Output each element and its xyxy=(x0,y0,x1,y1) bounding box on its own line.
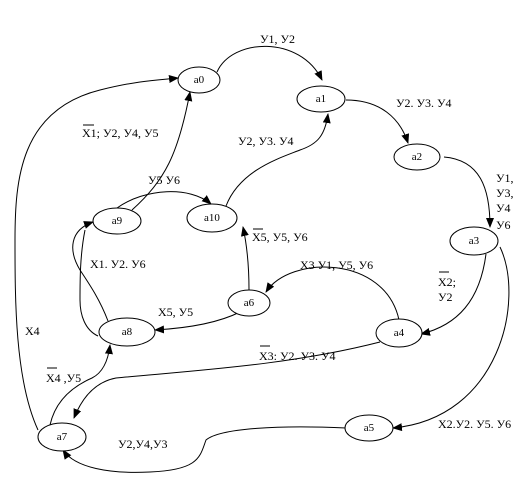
node-a7: a7 xyxy=(37,422,87,452)
label-a6-a8: X5, У5 xyxy=(158,305,193,319)
edge-a10-a1 xyxy=(225,113,331,207)
label-a2-a3-2: У3, xyxy=(496,186,514,200)
label-a3-a4-2: У2 xyxy=(438,290,453,304)
edge-a7-a8 xyxy=(49,344,113,426)
label-a3-a5: X2.У2. У5. У6 xyxy=(438,417,511,431)
edge-a3-a4 xyxy=(420,253,487,336)
svg-text:a5: a5 xyxy=(364,422,375,434)
svg-text:a4: a4 xyxy=(394,327,405,339)
edge-a3-a5 xyxy=(392,246,510,432)
label-a2-a3-3: У4 xyxy=(496,201,511,215)
label-a7-a0: X4 xyxy=(25,324,40,338)
label-a9-a10: У5 У6 xyxy=(148,173,180,187)
node-a2: a2 xyxy=(393,143,441,171)
label-a5-a7: У2,У4,У3 xyxy=(118,437,168,451)
node-a4: a4 xyxy=(375,318,423,348)
svg-text:a2: a2 xyxy=(412,151,422,163)
svg-text:a7: a7 xyxy=(57,431,68,443)
svg-text:a0: a0 xyxy=(194,74,205,86)
svg-text:a6: a6 xyxy=(244,297,255,309)
edge-a2-a3 xyxy=(443,156,494,228)
label-a4-a7: X3: У2. У3. У4 xyxy=(259,349,336,363)
label-a2-a3-4: У6 xyxy=(496,218,511,232)
label-a9-a0: X1; У2, У4, У5 xyxy=(82,126,159,140)
svg-text:a8: a8 xyxy=(122,326,133,338)
svg-text:a1: a1 xyxy=(316,93,326,105)
edge-a4-a7 xyxy=(73,341,381,419)
node-a6: a6 xyxy=(227,289,271,317)
edge-a6-a10 xyxy=(241,226,250,291)
edge-a4-a6 xyxy=(265,266,400,321)
svg-text:a3: a3 xyxy=(469,235,480,247)
label-a10-a1: У2, У3. У4 xyxy=(238,134,294,148)
node-a9: a9 xyxy=(92,207,142,235)
node-a1: a1 xyxy=(296,85,346,113)
edge-a5-a7 xyxy=(62,426,347,473)
node-a8: a8 xyxy=(98,317,156,347)
node-a0: a0 xyxy=(177,66,221,94)
svg-text:a10: a10 xyxy=(204,212,220,224)
label-a3-a4-1: X2; xyxy=(438,275,456,289)
label-a2-a3-1: У1, xyxy=(496,171,514,185)
edge-a1-a2 xyxy=(345,99,410,144)
label-a7-a8: X4 ,У5 xyxy=(46,371,81,385)
label-a1-a2: У2. У3. У4 xyxy=(396,96,452,110)
svg-text:a9: a9 xyxy=(112,215,123,227)
edge-a9-a10 xyxy=(116,191,212,209)
node-a10: a10 xyxy=(186,203,238,233)
edge-a8-a0 xyxy=(79,229,99,337)
node-a3: a3 xyxy=(449,226,499,256)
edge-a7-a0 xyxy=(14,75,179,431)
label-a0-a1: У1, У2 xyxy=(260,32,295,46)
edge-a6-a8 xyxy=(154,311,241,334)
label-a6-a10: X5, У5, У6 xyxy=(252,230,308,244)
edge-a0-a1 xyxy=(216,45,323,81)
label-a4-a6: X3 У1, У5, У6 xyxy=(300,258,373,272)
node-a5: a5 xyxy=(344,414,394,442)
edge-a8-a9 xyxy=(72,221,109,322)
edge-a9-a0 xyxy=(131,91,193,211)
label-a8-a9: X1. У2. У6 xyxy=(90,257,146,271)
